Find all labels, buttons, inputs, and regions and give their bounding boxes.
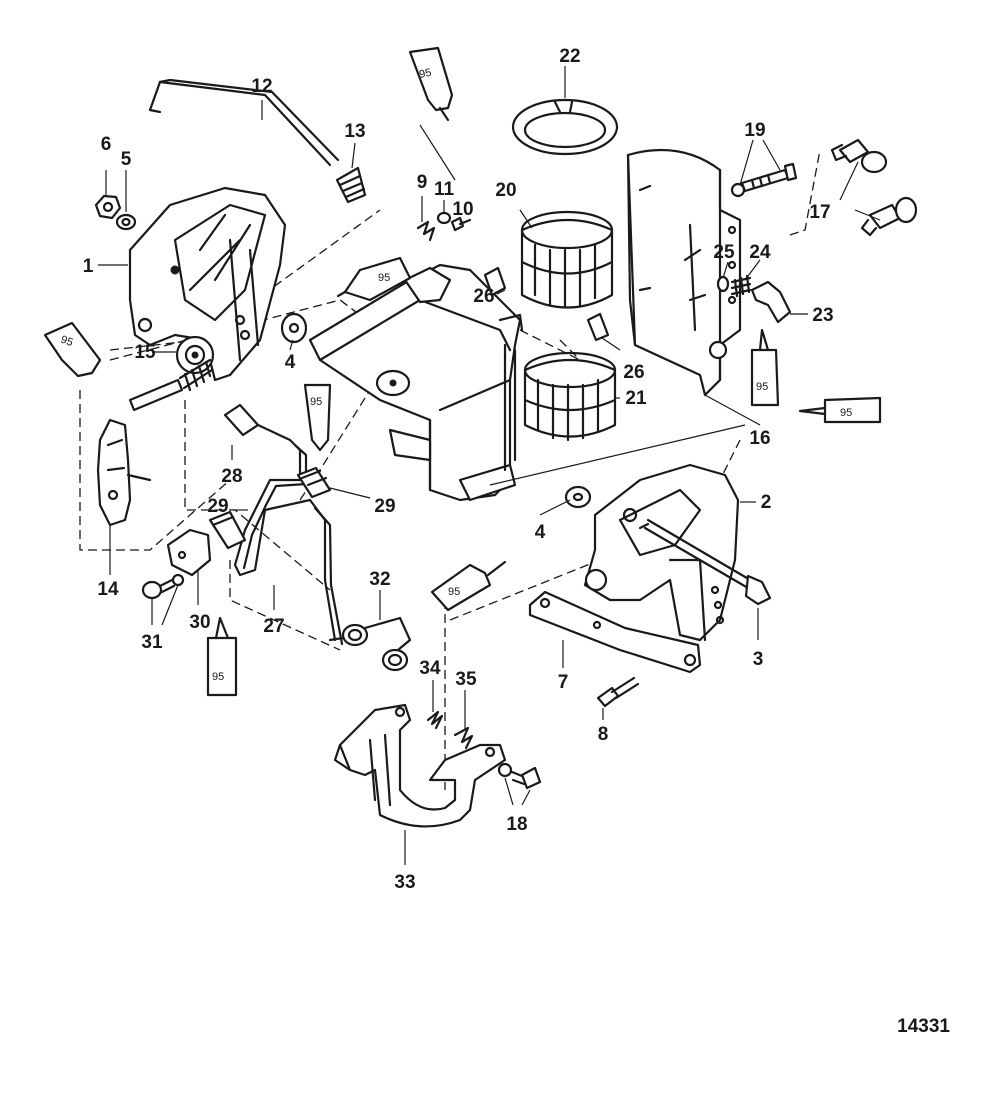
callout-30: 30 xyxy=(189,612,210,633)
callout-3: 3 xyxy=(753,649,764,670)
callout-11: 11 xyxy=(434,179,455,200)
part-25-washer xyxy=(716,275,730,293)
swivel-bracket xyxy=(308,263,524,502)
callout-2: 2 xyxy=(761,492,772,513)
callout-29-right: 29 xyxy=(374,496,395,517)
part-23-knob xyxy=(750,280,792,324)
part-29-pin-right xyxy=(296,466,332,499)
part-3-bolt xyxy=(638,518,772,606)
tube-label: 95 xyxy=(212,671,224,683)
tube-label: 95 xyxy=(756,381,768,393)
part-26-pad-upper xyxy=(483,266,507,297)
tube-label: 95 xyxy=(840,407,852,419)
callout-24: 24 xyxy=(749,242,771,263)
part-21-lower-bushing xyxy=(523,351,617,442)
part-4-washer-lower xyxy=(564,485,592,509)
part-18-screw xyxy=(497,762,542,790)
part-12-rod xyxy=(148,78,340,167)
callout-17: 17 xyxy=(809,202,830,223)
lubricant-tube-top: 95 xyxy=(408,46,454,122)
lubricant-tube-right-vertical: 95 xyxy=(750,328,780,407)
callout-12: 12 xyxy=(251,76,272,97)
lubricant-tube-bottom-left: 95 xyxy=(206,616,238,697)
part-29-pin-left xyxy=(208,510,247,550)
part-31-screw xyxy=(141,573,185,600)
stern-bracket-half xyxy=(626,148,742,397)
callout-25: 25 xyxy=(713,242,735,263)
tube-label: 95 xyxy=(378,272,390,284)
callout-16: 16 xyxy=(749,428,770,449)
part-32-spring xyxy=(328,616,412,672)
callout-labels: 12 13 6 5 1 15 4 9 11 10 22 20 19 17 25 … xyxy=(83,46,834,893)
callout-4-upper: 4 xyxy=(285,352,296,373)
part-9-spring xyxy=(416,220,436,242)
part-7-plate xyxy=(528,590,702,674)
tube-label: 95 xyxy=(310,396,322,408)
callout-29-left: 29 xyxy=(207,496,228,517)
part-8-screw xyxy=(596,676,640,708)
callout-28: 28 xyxy=(221,466,242,487)
diagram-reference-number: 14331 xyxy=(897,1016,950,1037)
callout-20: 20 xyxy=(495,180,516,201)
lubricant-tube-mid-left: 95 xyxy=(303,383,332,452)
part-27-tilt-rod xyxy=(233,438,344,646)
callout-10: 10 xyxy=(452,199,473,220)
lubricant-tube-left: 95 xyxy=(43,321,102,378)
callout-18: 18 xyxy=(506,814,527,835)
part-5-washer xyxy=(115,213,137,231)
part-1-left-clamp-bracket xyxy=(128,186,287,382)
leader-lines xyxy=(98,66,881,865)
part-20-upper-bushing xyxy=(520,210,614,309)
callout-23: 23 xyxy=(812,305,833,326)
part-2-right-clamp-bracket xyxy=(583,463,740,642)
callout-33: 33 xyxy=(394,872,415,893)
tube-label: 95 xyxy=(418,67,432,81)
part-33-lock-bracket xyxy=(333,703,507,828)
part-28-sleeve xyxy=(223,403,292,442)
callout-1: 1 xyxy=(83,256,94,277)
callout-31: 31 xyxy=(141,632,163,653)
callout-6: 6 xyxy=(101,134,112,155)
callout-34: 34 xyxy=(419,658,441,679)
part-17-stud-upper xyxy=(830,138,888,174)
part-17-stud-lower xyxy=(860,196,918,237)
tube-label: 95 xyxy=(59,334,75,349)
part-30-plate xyxy=(166,528,212,577)
part-6-nut xyxy=(94,194,122,220)
callout-14: 14 xyxy=(97,579,119,600)
part-4-washer-upper xyxy=(280,312,308,344)
lubricant-tube-center: 95 xyxy=(336,256,412,302)
callout-26-lower: 26 xyxy=(623,362,644,383)
callout-19: 19 xyxy=(744,120,765,141)
lubricant-tube-lower-center: 95 xyxy=(430,560,507,612)
callout-9: 9 xyxy=(417,172,428,193)
callout-35: 35 xyxy=(455,669,477,690)
part-14-lever xyxy=(96,418,152,527)
callout-27: 27 xyxy=(263,616,284,637)
part-11-washer xyxy=(436,211,452,225)
part-19-screw xyxy=(730,162,798,198)
callout-5: 5 xyxy=(121,149,132,170)
callout-13: 13 xyxy=(344,121,365,142)
part-22-ring xyxy=(511,98,619,156)
part-24-spring xyxy=(730,274,752,298)
callout-32: 32 xyxy=(369,569,390,590)
callout-7: 7 xyxy=(558,672,569,693)
tilt-lock-spring xyxy=(128,358,214,412)
part-35-spring xyxy=(453,726,474,750)
callout-8: 8 xyxy=(598,724,609,745)
part-34-spring xyxy=(426,710,444,730)
callout-21: 21 xyxy=(625,388,647,409)
part-26-pad-lower xyxy=(586,312,610,342)
part-10-screw xyxy=(450,216,472,232)
callout-26-upper: 26 xyxy=(473,286,494,307)
callout-22: 22 xyxy=(559,46,580,67)
part-13-spring xyxy=(335,166,367,204)
lubricant-tube-right-horizontal: 95 xyxy=(798,396,882,424)
callout-4-lower: 4 xyxy=(535,522,546,543)
callout-15: 15 xyxy=(134,342,156,363)
tube-label: 95 xyxy=(448,586,460,598)
